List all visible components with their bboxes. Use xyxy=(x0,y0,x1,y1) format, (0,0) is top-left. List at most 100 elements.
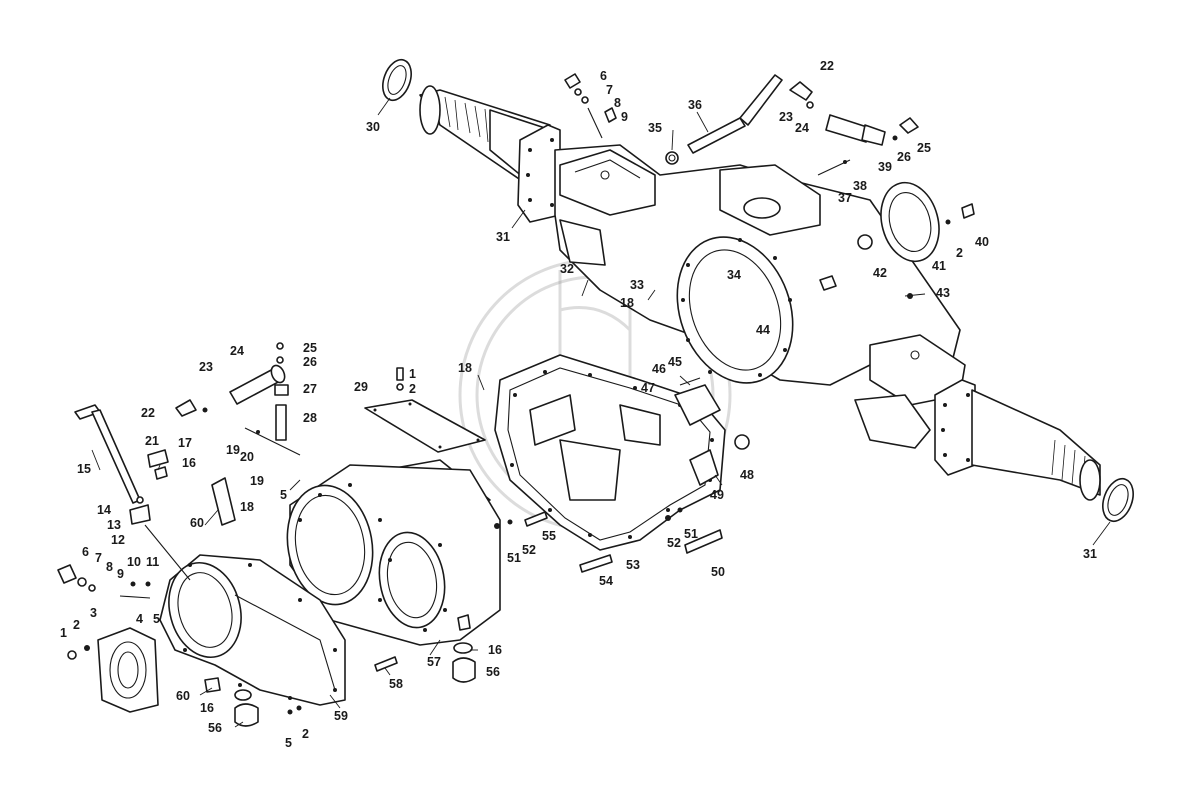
callout-8: 8 xyxy=(614,96,621,110)
seal-ring-30 xyxy=(382,58,412,102)
callout-17: 17 xyxy=(178,436,192,450)
callout-3: 3 xyxy=(90,606,97,620)
callout-48: 48 xyxy=(740,468,754,482)
callout-30: 30 xyxy=(366,120,380,134)
callout-9: 9 xyxy=(621,110,628,124)
drain-plug-56-lower xyxy=(234,689,302,727)
shift-rod-15 xyxy=(74,404,191,581)
callout-42: 42 xyxy=(873,266,887,280)
callout-1-left: 1 xyxy=(60,626,67,640)
callout-20: 20 xyxy=(240,450,254,464)
callout-43: 43 xyxy=(936,286,950,300)
callout-52: 52 xyxy=(522,543,536,557)
callout-27: 27 xyxy=(303,382,317,396)
callout-6: 6 xyxy=(600,69,607,83)
cross-shaft-36 xyxy=(665,74,783,165)
callout-16-right: 16 xyxy=(488,643,502,657)
callout-31-right: 31 xyxy=(1083,547,1097,561)
drain-plug-56-right xyxy=(452,642,476,683)
callout-55: 55 xyxy=(542,529,556,543)
callout-18-center: 18 xyxy=(458,361,472,375)
callout-51-right: 51 xyxy=(684,527,698,541)
callout-24-left: 24 xyxy=(230,344,244,358)
callout-39: 39 xyxy=(878,160,892,174)
leader-lines xyxy=(91,97,1111,728)
callout-22: 22 xyxy=(820,59,834,73)
callout-47: 47 xyxy=(641,381,655,395)
callout-49: 49 xyxy=(710,488,724,502)
callout-9-left: 9 xyxy=(117,567,124,581)
brake-cylinder-39 xyxy=(789,81,919,176)
callout-44: 44 xyxy=(756,323,770,337)
callout-56: 56 xyxy=(208,721,222,735)
callout-5-left: 5 xyxy=(153,612,160,626)
callout-40: 40 xyxy=(975,235,989,249)
studs-and-nuts xyxy=(374,507,723,672)
callout-15: 15 xyxy=(77,462,91,476)
callout-2-top: 2 xyxy=(409,382,416,396)
callout-26: 26 xyxy=(897,150,911,164)
callout-41: 41 xyxy=(932,259,946,273)
callout-5-lower: 5 xyxy=(285,736,292,750)
callout-5: 5 xyxy=(280,488,287,502)
callout-13: 13 xyxy=(107,518,121,532)
callout-32: 32 xyxy=(560,262,574,276)
callout-24: 24 xyxy=(795,121,809,135)
callout-28: 28 xyxy=(303,411,317,425)
callout-4: 4 xyxy=(136,612,143,626)
front-cover-59 xyxy=(159,554,346,706)
callout-29: 29 xyxy=(354,380,368,394)
callout-22-left: 22 xyxy=(141,406,155,420)
callout-54: 54 xyxy=(599,574,613,588)
callout-46: 46 xyxy=(652,362,666,376)
callout-51: 51 xyxy=(507,551,521,565)
vent-fittings-top xyxy=(564,73,617,139)
callout-16-lower: 16 xyxy=(200,701,214,715)
callout-35: 35 xyxy=(648,121,662,135)
callout-2: 2 xyxy=(956,246,963,260)
callout-33: 33 xyxy=(630,278,644,292)
callout-53: 53 xyxy=(626,558,640,572)
callout-18: 18 xyxy=(620,296,634,310)
callout-57: 57 xyxy=(427,655,441,669)
axle-housing xyxy=(419,85,1101,501)
callout-2-lower: 2 xyxy=(302,727,309,741)
callout-23: 23 xyxy=(779,110,793,124)
callout-26-left: 26 xyxy=(303,355,317,369)
callout-19: 19 xyxy=(226,443,240,457)
callout-56-right: 56 xyxy=(486,665,500,679)
callout-34: 34 xyxy=(727,268,741,282)
callout-23-left: 23 xyxy=(199,360,213,374)
callout-7: 7 xyxy=(606,83,613,97)
callout-14: 14 xyxy=(97,503,111,517)
breather-fittings-left xyxy=(57,564,151,599)
callout-6-left: 6 xyxy=(82,545,89,559)
callout-59: 59 xyxy=(334,709,348,723)
callout-60: 60 xyxy=(190,516,204,530)
callout-21: 21 xyxy=(145,434,159,448)
callout-25-left: 25 xyxy=(303,341,317,355)
callout-7-left: 7 xyxy=(95,551,102,565)
callout-36: 36 xyxy=(688,98,702,112)
end-cover-41 xyxy=(880,181,975,299)
callout-8-left: 8 xyxy=(106,560,113,574)
shift-cylinder-24 xyxy=(175,342,301,526)
callout-1: 1 xyxy=(409,367,416,381)
output-flange-3 xyxy=(67,627,159,713)
callout-18-left: 18 xyxy=(240,500,254,514)
seal-ring-31 xyxy=(1102,477,1134,523)
callout-25: 25 xyxy=(917,141,931,155)
callout-10: 10 xyxy=(127,555,141,569)
callout-11: 11 xyxy=(146,555,159,569)
callout-45: 45 xyxy=(668,355,682,369)
callout-labels: 30 31 6 7 8 9 36 35 22 23 24 39 26 25 37… xyxy=(60,59,1097,750)
callout-52-right: 52 xyxy=(667,536,681,550)
callout-19-lower: 19 xyxy=(250,474,264,488)
callout-60-lower: 60 xyxy=(176,689,190,703)
callout-2-left: 2 xyxy=(73,618,80,632)
transfer-case-57 xyxy=(286,464,501,646)
callout-37: 37 xyxy=(838,191,852,205)
callout-12: 12 xyxy=(111,533,125,547)
